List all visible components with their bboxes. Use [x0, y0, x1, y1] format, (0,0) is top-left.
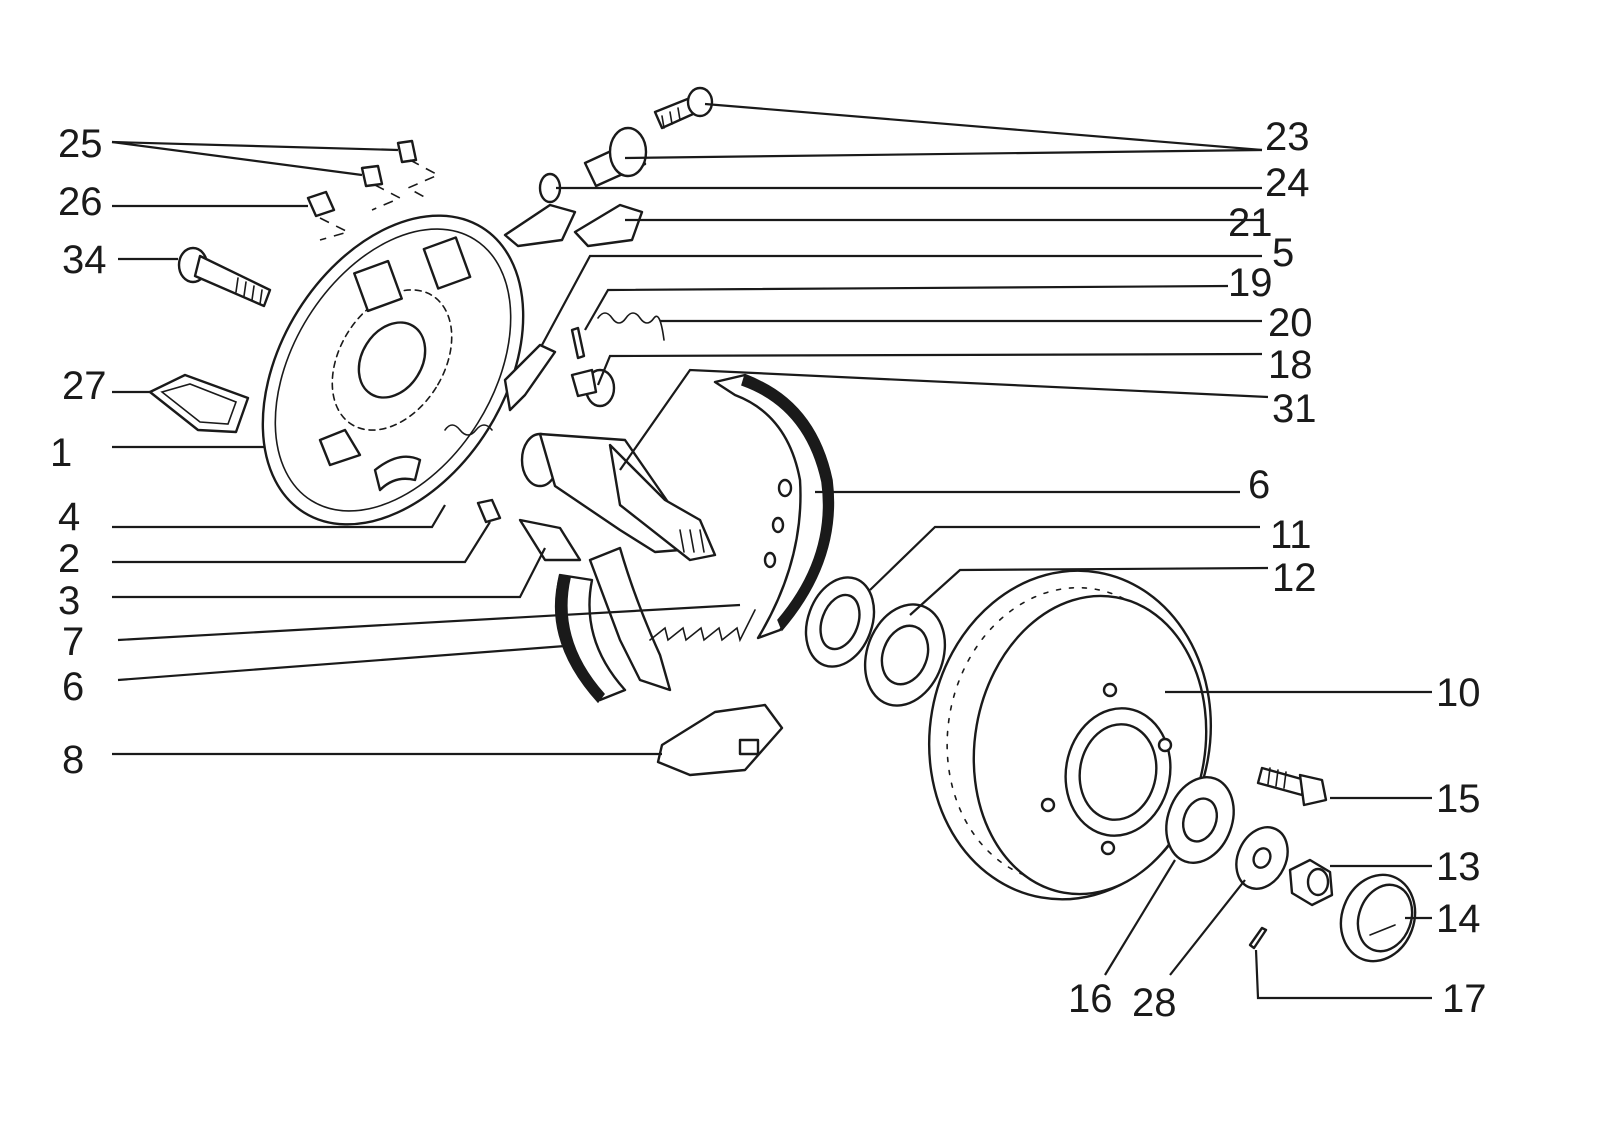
leader-lines	[111, 102, 1432, 1000]
callout-2: 2	[58, 537, 80, 581]
callout-8: 8	[62, 738, 84, 782]
callout-19: 19	[1228, 261, 1273, 305]
callout-12: 12	[1272, 556, 1317, 600]
callout-24: 24	[1265, 161, 1310, 205]
adjuster-levers	[503, 203, 644, 248]
callout-31: 31	[1272, 387, 1317, 431]
grease-seal	[804, 576, 876, 668]
callout-6-lower: 6	[62, 665, 84, 709]
adjuster-plate	[656, 703, 784, 777]
thrust-washer	[1235, 826, 1289, 890]
pin-and-spring	[444, 424, 502, 524]
brake-shoe-lower	[518, 518, 672, 704]
callout-18: 18	[1268, 343, 1313, 387]
dust-cap	[1339, 873, 1417, 963]
callout-4: 4	[58, 495, 80, 539]
inner-bearing	[863, 603, 947, 707]
wheel-bolt	[1256, 766, 1328, 807]
brake-drum	[927, 569, 1213, 901]
cotter-pin	[1248, 926, 1268, 950]
backing-plate	[261, 214, 525, 526]
callout-7: 7	[62, 620, 84, 664]
callout-23: 23	[1265, 115, 1310, 159]
callout-25: 25	[58, 122, 103, 166]
callout-20: 20	[1268, 301, 1313, 345]
callout-14: 14	[1436, 897, 1481, 941]
castle-nut	[1288, 858, 1334, 907]
shoe-return-spring	[649, 609, 756, 643]
brake-shoe-upper	[713, 373, 835, 640]
callout-21: 21	[1228, 201, 1273, 245]
callout-26: 26	[58, 180, 103, 224]
outer-bearing	[1165, 776, 1235, 864]
adjuster-assembly	[583, 86, 714, 188]
callout-10: 10	[1436, 671, 1481, 715]
callout-5: 5	[1272, 231, 1294, 275]
pin-spring-and-bolt	[570, 312, 665, 408]
callout-28: 28	[1132, 981, 1177, 1025]
callout-3: 3	[58, 579, 80, 623]
callout-17: 17	[1442, 977, 1487, 1021]
callout-6-upper: 6	[1248, 463, 1270, 507]
cable-bracket	[148, 373, 250, 434]
callout-numbers: 25 26 34 27 1 4 2 3 7 6 8 23 24 21 5 19 …	[50, 115, 1487, 1025]
callout-16: 16	[1068, 977, 1113, 1021]
bolt	[177, 246, 272, 308]
hold-down-hardware	[306, 139, 440, 241]
callout-13: 13	[1436, 845, 1481, 889]
callout-15: 15	[1436, 777, 1481, 821]
axle-spindle	[520, 432, 717, 562]
actuating-lever	[503, 343, 557, 412]
callout-27: 27	[62, 364, 107, 408]
callout-34: 34	[62, 238, 107, 282]
callout-11: 11	[1270, 513, 1312, 557]
callout-1: 1	[50, 431, 72, 475]
